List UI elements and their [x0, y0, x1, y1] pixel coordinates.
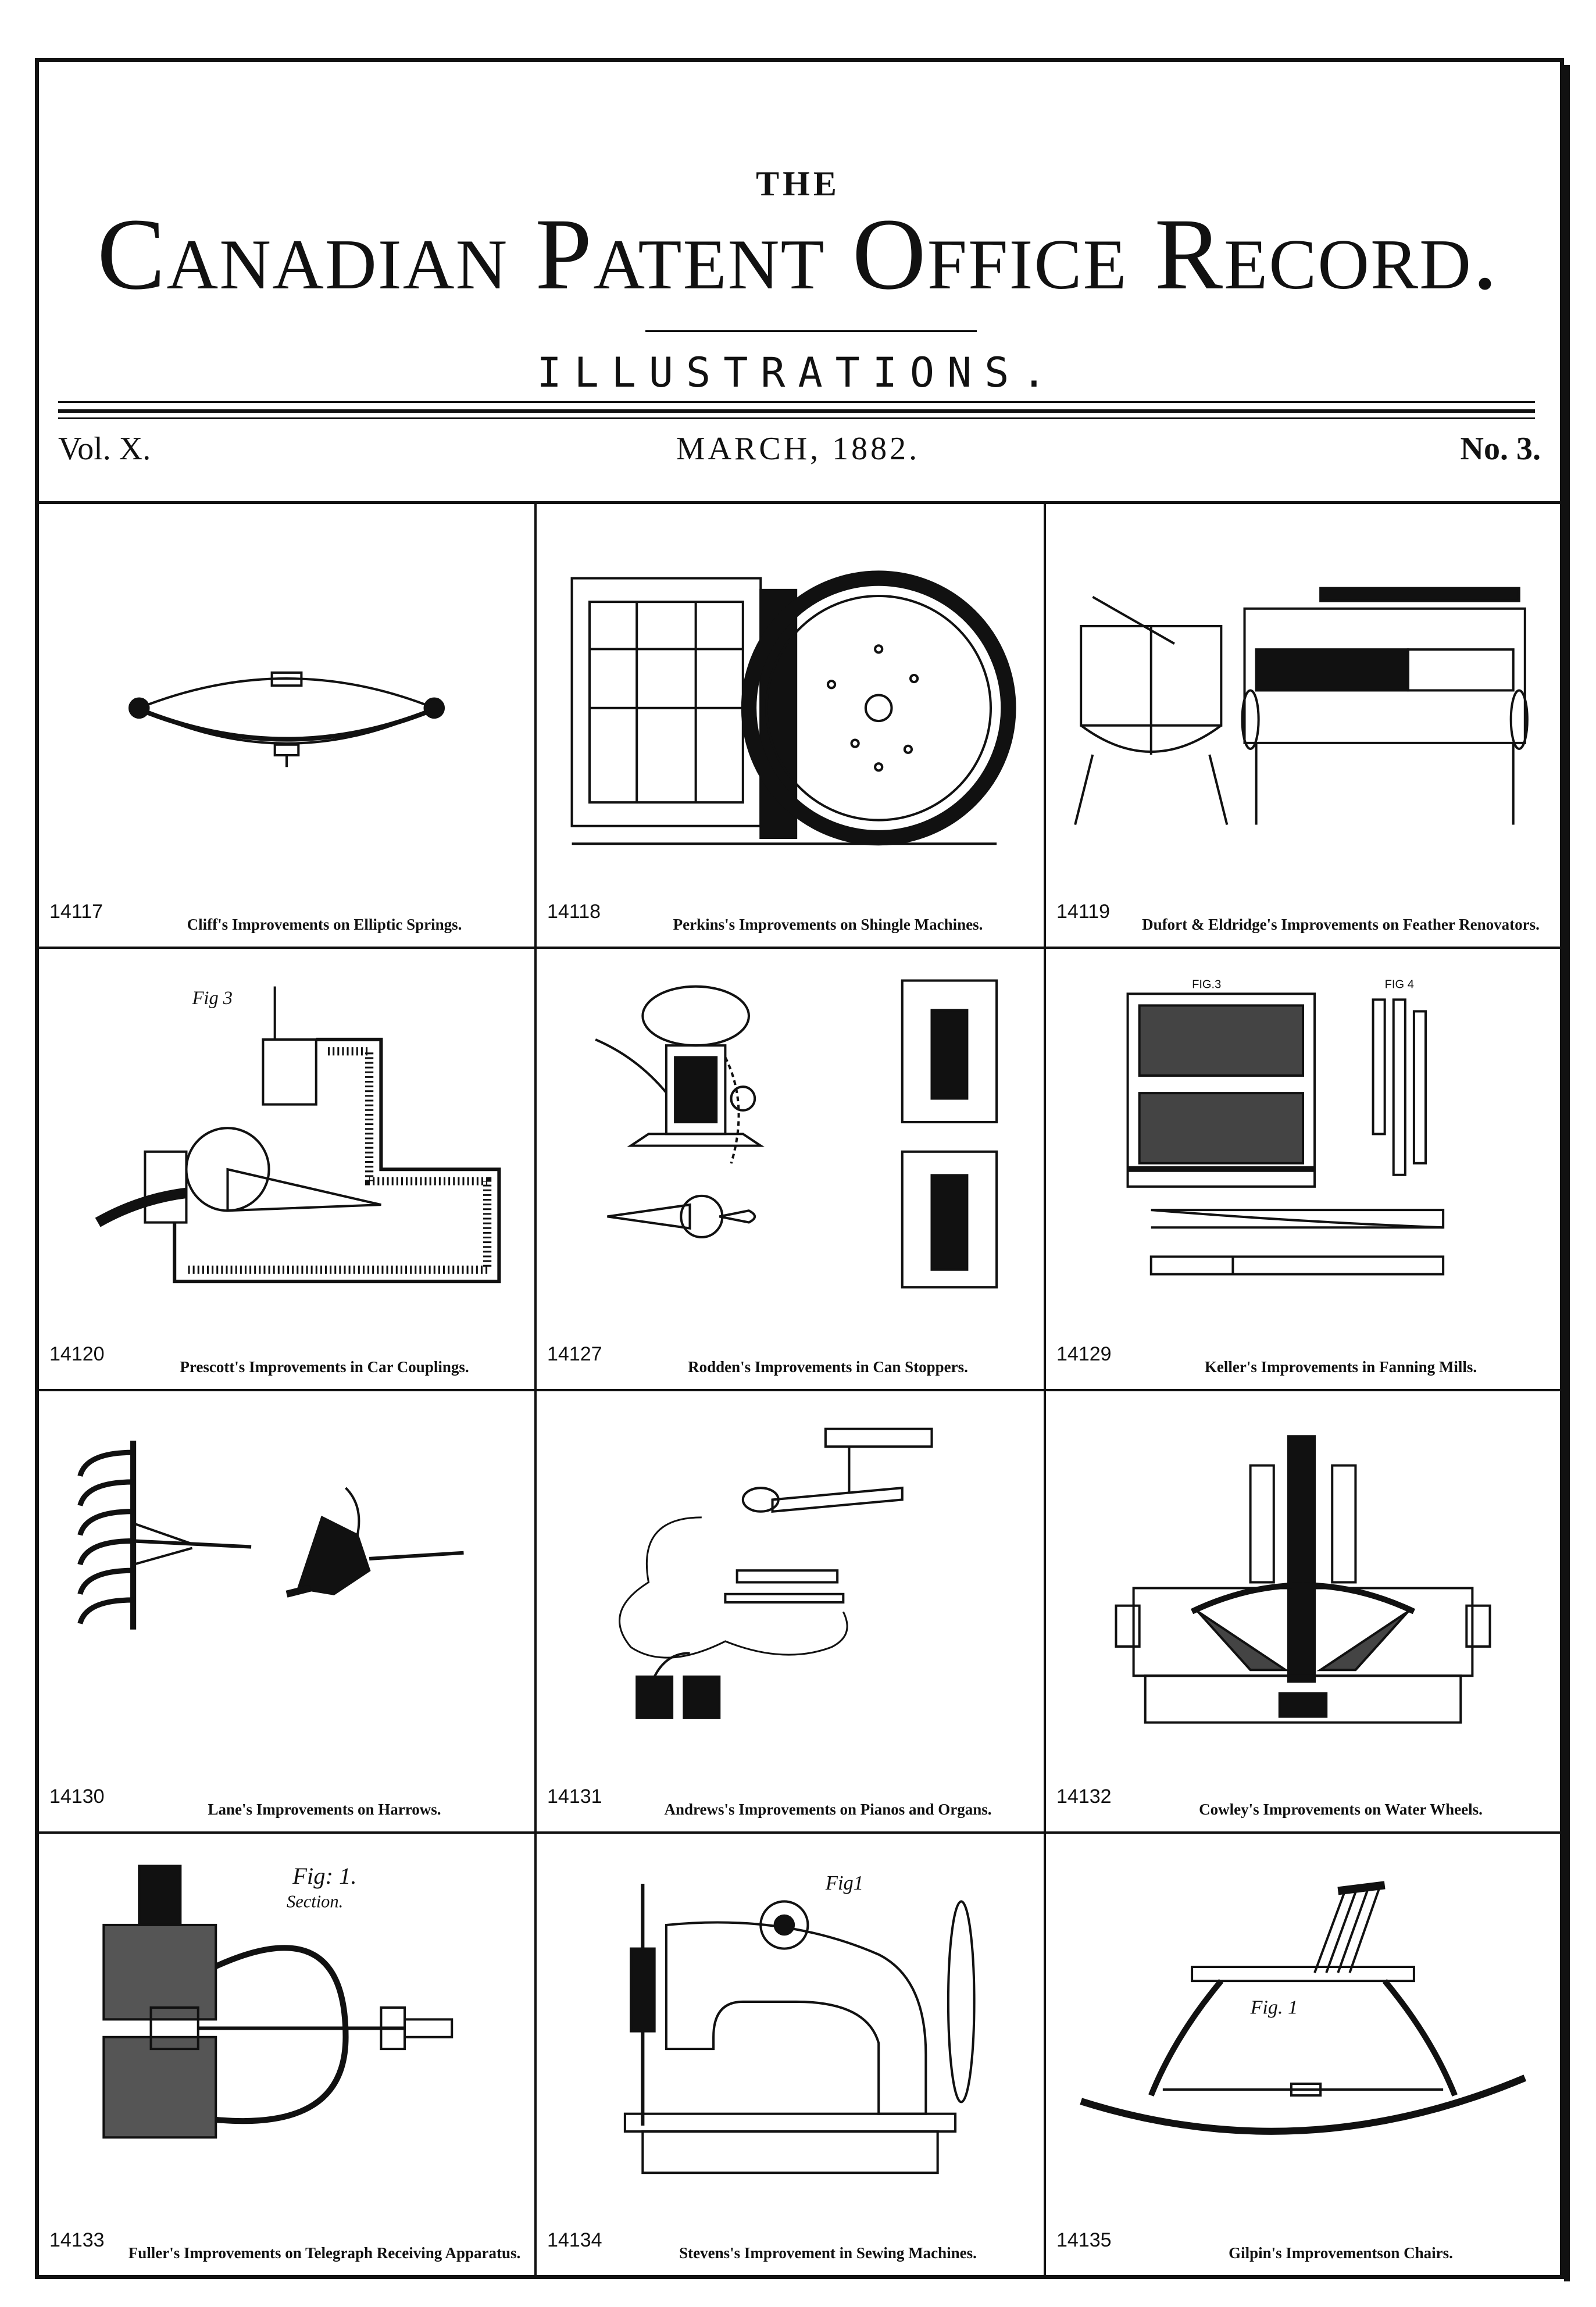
masthead-title: Canadian Patent Office Record.: [97, 198, 1499, 311]
patent-cell: Fig 3 14120 Prescott's Improvements in C…: [39, 949, 534, 1389]
piano-organ-drawing-icon: [548, 1415, 1032, 1750]
sewing-fig-label: Fig1: [825, 1872, 863, 1894]
page-border: [35, 58, 1564, 2279]
patent-number: 14132: [1056, 1785, 1112, 1808]
patent-caption: Gilpin's Improvementson Chairs.: [1229, 2244, 1453, 2262]
volume-label: Vol. X.: [58, 431, 151, 467]
patent-caption: Rodden's Improvements in Can Stoppers.: [688, 1358, 968, 1376]
sewing-machine-drawing-icon: Fig1: [548, 1857, 1032, 2194]
masthead-divider: [645, 330, 977, 332]
patent-cell: 14117 Cliff's Improvements on Elliptic S…: [39, 504, 534, 947]
issue-number: No. 3.: [1460, 431, 1541, 467]
row-divider: [39, 947, 1560, 949]
patent-cell: 14131 Andrews's Improvements on Pianos a…: [537, 1391, 1044, 1831]
patent-cell: Fig: 1. Section. 14133 Fuller's Improvem…: [39, 1834, 534, 2275]
shingle-machine-drawing-icon: [548, 527, 1032, 865]
car-coupling-drawing-icon: Fig 3: [51, 972, 523, 1308]
masthead-rule: [58, 401, 1535, 403]
patent-number: 14129: [1056, 1343, 1112, 1365]
page-border-shadow: [1564, 65, 1570, 2281]
patent-caption: Cliff's Improvements on Elliptic Springs…: [187, 916, 462, 934]
patent-number: 14119: [1056, 901, 1111, 923]
grid-top-rule: [39, 501, 1560, 504]
fanning-fig-label-right: FIG 4: [1385, 978, 1414, 991]
masthead-rule: [58, 409, 1535, 413]
patent-number: 14117: [49, 901, 103, 923]
telegraph-receiver-drawing-icon: Fig: 1. Section.: [51, 1857, 523, 2194]
patent-number: 14127: [547, 1343, 602, 1365]
masthead-subtitle: ILLUSTRATIONS.: [537, 349, 1059, 397]
feather-renovator-drawing-icon: [1058, 527, 1548, 865]
patent-caption: Prescott's Improvements in Car Couplings…: [180, 1358, 469, 1376]
patent-number: 14131: [547, 1785, 602, 1808]
patent-cell: 14127 Rodden's Improvements in Can Stopp…: [537, 949, 1044, 1389]
row-divider: [39, 1389, 1560, 1391]
patent-caption: Lane's Improvements on Harrows.: [208, 1801, 441, 1819]
rocking-chair-drawing-icon: Fig. 1: [1058, 1857, 1548, 2194]
patent-caption: Fuller's Improvements on Telegraph Recei…: [128, 2244, 521, 2262]
fanning-fig-label-left: FIG.3: [1192, 978, 1221, 991]
row-divider: [39, 1831, 1560, 1834]
chair-fig-label: Fig. 1: [1250, 1997, 1298, 2018]
patent-caption: Keller's Improvements in Fanning Mills.: [1204, 1358, 1477, 1376]
patent-cell: 14132 Cowley's Improvements on Water Whe…: [1046, 1391, 1560, 1831]
patent-caption: Perkins's Improvements on Shingle Machin…: [673, 916, 983, 934]
patent-cell: FIG.3 FIG 4 14129 Keller's Improvements …: [1046, 949, 1560, 1389]
masthead-article: THE: [756, 165, 840, 203]
patent-cell: 14130 Lane's Improvements on Harrows.: [39, 1391, 534, 1831]
patent-caption: Andrews's Improvements on Pianos and Org…: [664, 1801, 992, 1819]
can-stopper-drawing-icon: [548, 972, 1032, 1308]
elliptic-spring-drawing-icon: [51, 527, 523, 865]
patent-caption: Stevens's Improvement in Sewing Machines…: [679, 2244, 977, 2262]
patent-number: 14134: [547, 2229, 602, 2251]
patent-cell: 14118 Perkins's Improvements on Shingle …: [537, 504, 1044, 947]
telegraph-section-label: Section.: [287, 1892, 343, 1912]
patent-number: 14133: [49, 2229, 105, 2251]
patent-number: 14135: [1056, 2229, 1112, 2251]
patent-number: 14130: [49, 1785, 105, 1808]
patent-caption: Dufort & Eldridge's Improvements on Feat…: [1142, 916, 1540, 934]
harrow-drawing-icon: [51, 1415, 523, 1750]
patent-cell: 14119 Dufort & Eldridge's Improvements o…: [1046, 504, 1560, 947]
patent-caption: Cowley's Improvements on Water Wheels.: [1199, 1801, 1483, 1819]
patent-cell: Fig1 14134 Stevens's Improvement in Sewi…: [537, 1834, 1044, 2275]
fanning-mill-drawing-icon: FIG.3 FIG 4: [1058, 972, 1548, 1308]
masthead-rule: [58, 417, 1535, 419]
water-wheel-drawing-icon: [1058, 1415, 1548, 1750]
coupling-fig-label: Fig 3: [192, 988, 233, 1009]
illustration-grid: 14117 Cliff's Improvements on Elliptic S…: [39, 504, 1560, 2275]
issue-date: MARCH, 1882.: [676, 431, 920, 467]
telegraph-fig-label: Fig: 1.: [292, 1863, 356, 1889]
patent-number: 14120: [49, 1343, 105, 1365]
patent-number: 14118: [547, 901, 601, 923]
patent-cell: Fig. 1 14135 Gilpin's Improvementson Cha…: [1046, 1834, 1560, 2275]
